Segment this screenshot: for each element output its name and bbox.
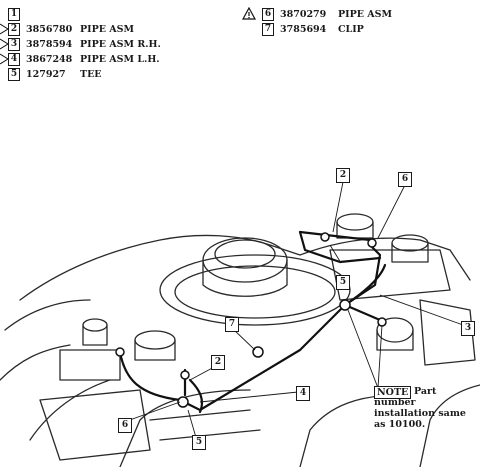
parts-row: 5 127927 TEE: [0, 68, 240, 81]
parts-row: 1: [0, 8, 240, 21]
item-number-box: 5: [8, 68, 20, 81]
parts-list-right: 6 3870279 PIPE ASM 7 3785694 CLIP: [240, 0, 480, 40]
part-number: 3878594: [26, 39, 73, 50]
part-description: PIPE ASM L.H.: [80, 54, 160, 65]
parts-list-left: 1 2 3856780 PIPE ASM 3 3878594 PIPE ASM …: [0, 0, 240, 100]
callout-6-top: 6: [398, 172, 412, 187]
item-number-box: 7: [262, 23, 274, 36]
callout-5-bottom: 5: [192, 435, 206, 450]
item-number-box: 2: [8, 23, 20, 36]
parts-row: 4 3867248 PIPE ASM L.H.: [0, 53, 240, 66]
parts-row: 2 3856780 PIPE ASM: [0, 23, 240, 36]
item-number-box: 4: [8, 53, 20, 66]
part-description: PIPE ASM: [80, 24, 135, 35]
part-description: CLIP: [338, 24, 364, 35]
callout-2-top: 2: [336, 168, 350, 183]
callout-5-top: 5: [336, 275, 350, 290]
item-number-box: 3: [8, 38, 20, 51]
callout-6-bottom: 6: [118, 418, 132, 433]
warning-triangle-icon: [0, 23, 9, 65]
callout-7: 7: [225, 317, 239, 332]
parts-row: 7 3785694 CLIP: [240, 23, 480, 36]
parts-row: 6 3870279 PIPE ASM: [240, 8, 480, 21]
callout-3: 3: [461, 321, 475, 336]
part-description: PIPE ASM: [338, 9, 393, 20]
part-number: 3867248: [26, 54, 73, 65]
warning-triangle-icon: [242, 7, 256, 20]
note-text: Part number installation same as 10100.: [374, 386, 466, 430]
part-number: 3856780: [26, 24, 73, 35]
callout-2-mid: 2: [211, 355, 225, 370]
part-number: 3870279: [280, 9, 327, 20]
part-number: 3785694: [280, 24, 327, 35]
part-description: TEE: [80, 69, 102, 80]
callout-4: 4: [296, 386, 310, 401]
note-label: NOTE: [374, 386, 412, 399]
item-number-box: 1: [8, 8, 20, 21]
item-number-box: 6: [262, 8, 274, 21]
part-description: PIPE ASM R.H.: [80, 39, 161, 50]
part-number: 127927: [26, 69, 66, 80]
parts-row: 3 3878594 PIPE ASM R.H.: [0, 38, 240, 51]
